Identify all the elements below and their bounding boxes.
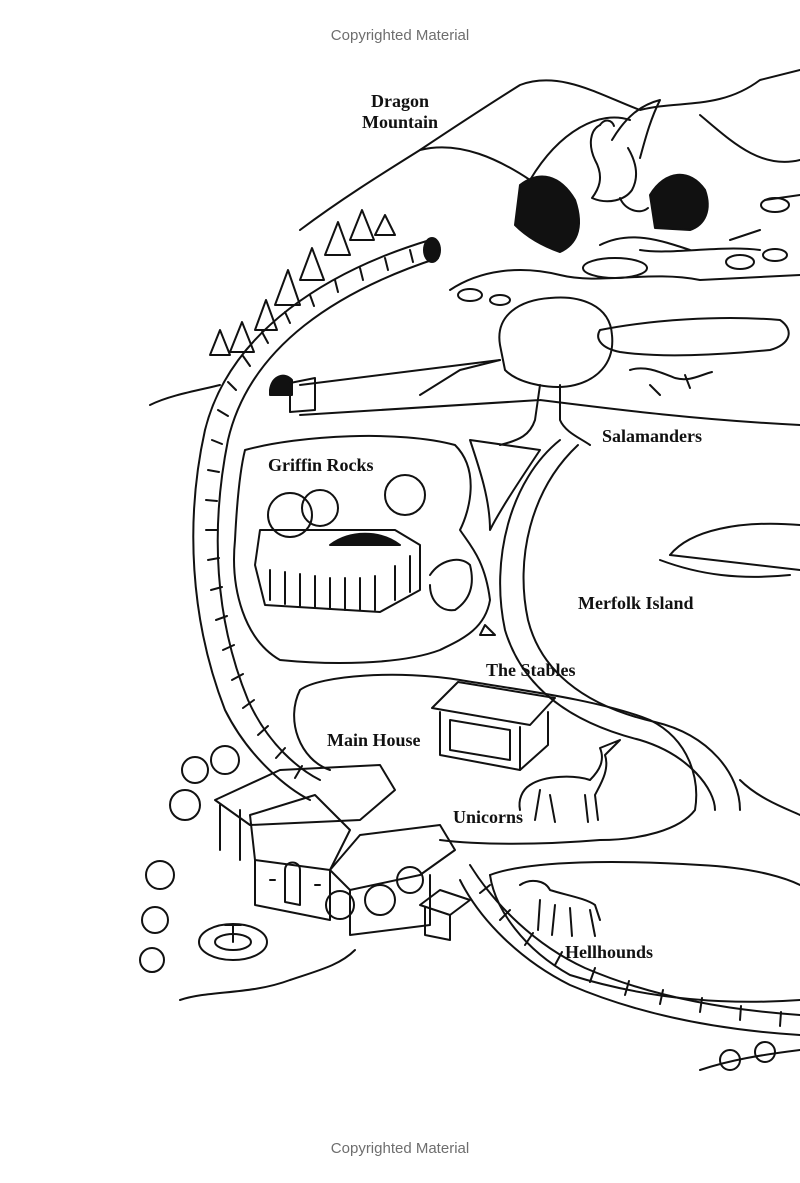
merfolk-lake <box>659 522 800 816</box>
hellhound-figure <box>519 879 601 937</box>
copyright-header: Copyrighted Material <box>330 27 470 44</box>
dragon-figure <box>589 99 661 213</box>
label-the-stables: The Stables <box>486 660 576 680</box>
label-dragon-mountain-line2: Mountain <box>362 112 439 132</box>
salamander-pond <box>597 317 790 396</box>
stables-building <box>431 681 556 771</box>
copyright-footer: Copyrighted Material <box>330 1140 470 1157</box>
dragon-mountain <box>299 69 800 306</box>
label-dragon-mountain-line1: Dragon <box>371 91 430 111</box>
cave-right <box>649 173 709 231</box>
label-hellhounds: Hellhounds <box>565 942 654 962</box>
label-main-house: Main House <box>327 730 421 750</box>
pine-forest <box>149 209 396 406</box>
unicorn-paddock <box>293 673 698 845</box>
stone-well <box>582 257 648 279</box>
cave-left <box>514 175 580 253</box>
griffin-figure <box>429 558 473 612</box>
great-tree <box>469 296 614 531</box>
label-merfolk-island: Merfolk Island <box>578 593 694 613</box>
unicorn-figure <box>518 739 621 823</box>
label-griffin-rocks: Griffin Rocks <box>268 455 374 475</box>
fountain <box>198 923 268 961</box>
label-dragon-mountain: Dragon Mountain <box>362 91 438 133</box>
hellhound-enclosure <box>489 861 800 1003</box>
griffin-rocks-enclosure <box>233 434 496 664</box>
main-house-building <box>214 764 471 941</box>
wall-gate <box>269 374 316 413</box>
salamander-figure <box>629 367 713 381</box>
label-salamanders: Salamanders <box>602 426 703 446</box>
garden-trees <box>139 745 800 1071</box>
sanctuary-wall <box>192 237 800 1036</box>
path-network <box>299 359 800 811</box>
label-unicorns: Unicorns <box>453 807 524 827</box>
dog-house <box>419 889 471 941</box>
